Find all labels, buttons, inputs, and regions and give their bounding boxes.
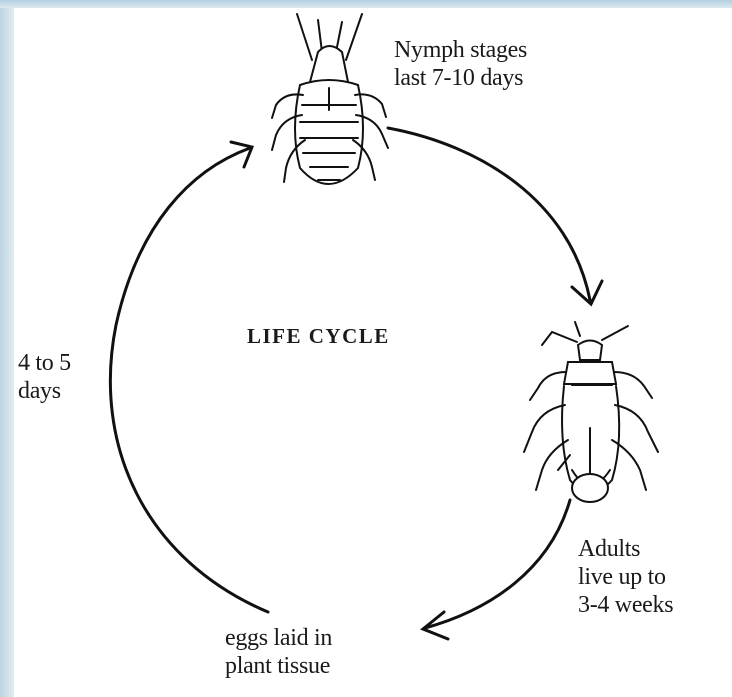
nymph-insect-icon xyxy=(272,14,388,184)
eggs-stage-label: eggs laid in plant tissue xyxy=(225,624,332,680)
arrow-eggs-to-nymph xyxy=(110,148,268,612)
incubation-label: 4 to 5 days xyxy=(18,349,71,405)
arrow-nymph-to-adult xyxy=(388,128,590,300)
arrow-adult-to-eggs xyxy=(425,500,570,628)
diagram-title: LIFE CYCLE xyxy=(247,324,390,349)
adult-stage-label: Adults live up to 3-4 weeks xyxy=(578,535,673,619)
cycle-arrows-icon xyxy=(110,128,602,639)
adult-insect-icon xyxy=(524,322,658,502)
nymph-stage-label: Nymph stages last 7-10 days xyxy=(394,36,527,92)
